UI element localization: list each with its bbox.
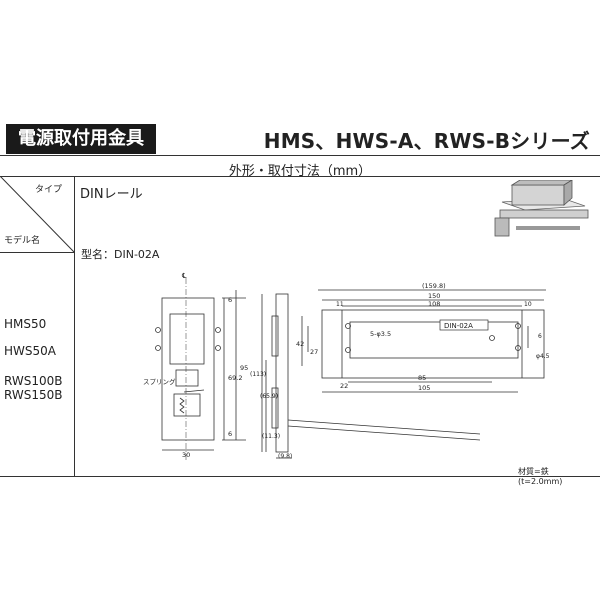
section-subtitle: 外形・取付寸法（mm） xyxy=(228,164,372,179)
plan-dim-27: 27 xyxy=(310,348,318,356)
model-item: RWS100B xyxy=(4,374,63,388)
front-dim-95: 95 xyxy=(240,364,248,372)
plan-dim-150: 150 xyxy=(428,292,440,300)
product-photo xyxy=(494,180,589,237)
plan-dim-10: 10 xyxy=(524,301,532,308)
plan-view xyxy=(321,309,545,379)
hole-label-a: 5-φ3.5 xyxy=(370,330,391,338)
front-dim-6-top: 6 xyxy=(228,296,232,304)
material-note: 材質=鉄 (t=2.0mm) xyxy=(518,467,563,486)
model-label: モデル名 xyxy=(4,236,41,246)
model-item: HMS50 xyxy=(4,317,47,331)
plan-dim-11: 11 xyxy=(336,301,344,308)
model-name: 型名：DIN-02A xyxy=(81,248,160,261)
side-dim-9-8: (9.8) xyxy=(278,453,292,460)
spring-label: スプリング xyxy=(143,377,176,386)
column-divider xyxy=(74,176,75,476)
side-dim-113: (113) xyxy=(250,371,266,378)
series-title: HMS、HWS-A、RWS-Bシリーズ xyxy=(263,129,590,153)
row-divider xyxy=(0,252,74,253)
plan-dim-6: 6 xyxy=(538,333,542,340)
front-dim-69-2: 69.2 xyxy=(228,374,242,382)
table-top-border xyxy=(0,176,600,177)
plan-dim-105: 105 xyxy=(418,384,430,392)
model-item: RWS150B xyxy=(4,388,63,402)
hole-label-b: φ4.5 xyxy=(536,353,550,360)
page-header: 電源取付用金具 HMS、HWS-A、RWS-Bシリーズ xyxy=(0,121,600,156)
plan-dim-42: 42 xyxy=(296,340,304,348)
side-dim-65-9: (65.9) xyxy=(260,393,278,400)
plan-dim-159-8: (159.8) xyxy=(422,282,446,290)
type-label: タイプ xyxy=(35,185,63,195)
category-title: 電源取付用金具 xyxy=(6,124,156,154)
plate-label: DIN-02A xyxy=(444,322,473,330)
front-view xyxy=(161,297,215,441)
front-dim-6-bot: 6 xyxy=(228,430,232,438)
plan-dim-85: 85 xyxy=(418,374,426,382)
technical-drawing: スプリング 30 6 69.2 95 6 (113) (65.9) (11.3)… xyxy=(143,272,550,460)
front-dim-30: 30 xyxy=(182,451,190,459)
side-view xyxy=(275,293,289,453)
centerline-mark: ℄ xyxy=(182,272,187,280)
side-dim-11-3: (11.3) xyxy=(262,433,280,440)
plate-label-frame xyxy=(439,319,489,331)
table-bottom-border xyxy=(0,476,600,477)
model-item: HWS50A xyxy=(4,344,56,358)
plan-dim-22: 22 xyxy=(340,382,348,390)
plan-dim-108: 108 xyxy=(428,300,440,308)
header-cell-diagonal xyxy=(0,176,75,253)
type-value: DINレール xyxy=(80,187,143,202)
